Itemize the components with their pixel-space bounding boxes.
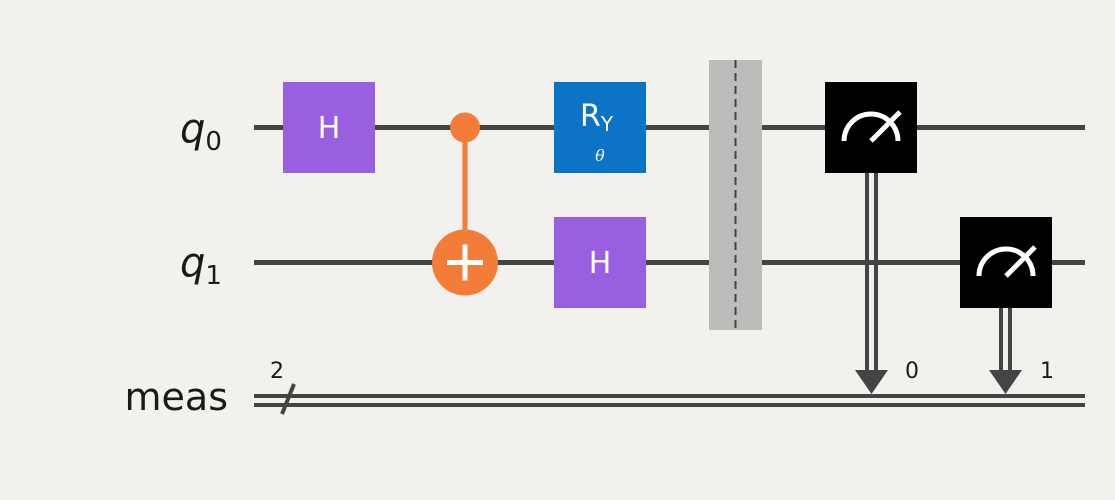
cnot-control-dot xyxy=(450,112,480,143)
wire-meas xyxy=(254,394,1085,407)
register-slash xyxy=(280,383,296,415)
h-gate-q1[interactable]: H xyxy=(554,217,646,308)
h-gate-q1-label: H xyxy=(589,246,612,281)
ry-gate-param: θ xyxy=(595,146,605,165)
measure-q0-bit-label: 0 xyxy=(905,359,919,384)
svg-text:RY: RY xyxy=(580,99,614,136)
register-width-label: 2 xyxy=(270,359,284,384)
qubit-label-q1: q1 xyxy=(180,240,222,291)
barrier[interactable] xyxy=(709,60,762,330)
measure-q0-arrow xyxy=(855,370,888,394)
ry-gate-q0[interactable]: RY θ xyxy=(554,82,646,173)
qubit-label-q0: q0 xyxy=(180,106,222,157)
meter-icon xyxy=(976,246,1036,277)
cnot-gate[interactable] xyxy=(432,112,498,296)
measure-q1-bit-label: 1 xyxy=(1040,359,1054,384)
ry-gate-label: R xyxy=(580,99,601,134)
measure-q1-arrow xyxy=(989,370,1022,394)
h-gate-q0-label: H xyxy=(318,111,341,146)
meter-icon xyxy=(841,111,901,142)
h-gate-q0[interactable]: H xyxy=(283,82,375,173)
classical-register-label: meas xyxy=(125,375,228,419)
ry-gate-subscript: Y xyxy=(600,112,614,136)
measure-gate-q0[interactable]: 0 xyxy=(825,82,919,394)
measure-gate-q1[interactable]: 1 xyxy=(960,217,1054,394)
